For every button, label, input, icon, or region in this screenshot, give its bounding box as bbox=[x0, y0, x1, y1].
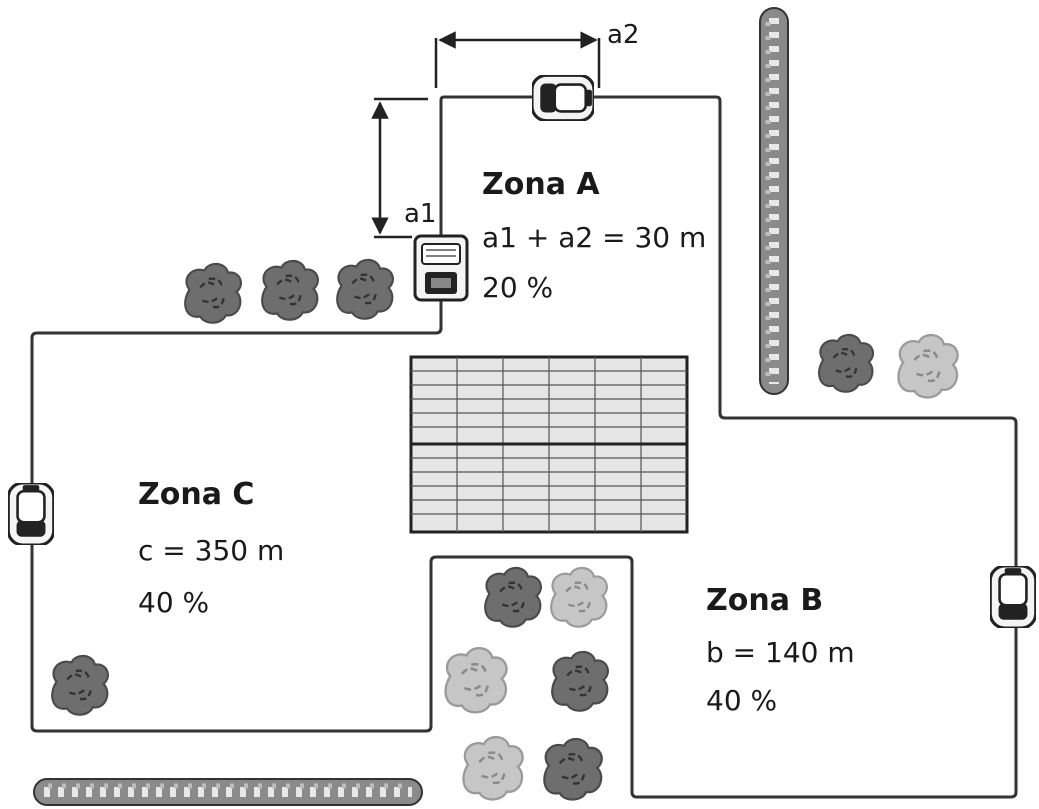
dimension-a1 bbox=[371, 97, 428, 239]
bush-dark-icon bbox=[483, 566, 543, 628]
bush-light-icon bbox=[462, 735, 524, 801]
bush-dark-icon bbox=[817, 333, 875, 393]
zone-a-formula: a1 + a2 = 30 m bbox=[482, 221, 706, 254]
hedge-vertical bbox=[759, 7, 789, 395]
zone-b-percent: 40 % bbox=[706, 684, 777, 717]
bush-dark-icon bbox=[51, 654, 110, 716]
robotic-mower-icon bbox=[532, 75, 594, 121]
hedge-horizontal bbox=[33, 778, 423, 806]
zone-a-title: Zona A bbox=[482, 167, 600, 202]
zone-a-percent: 20 % bbox=[482, 271, 553, 304]
robotic-mower-icon bbox=[990, 566, 1036, 628]
robotic-mower-icon bbox=[8, 483, 54, 545]
dimension-label-a1: a1 bbox=[404, 199, 436, 229]
paving-stones-icon bbox=[409, 355, 689, 534]
bush-light-icon bbox=[897, 333, 959, 399]
dimension-label-a2: a2 bbox=[607, 20, 639, 50]
zone-c-percent: 40 % bbox=[138, 586, 209, 619]
bush-dark-icon bbox=[543, 737, 603, 801]
zone-c-title: Zona C bbox=[138, 477, 254, 512]
bush-dark-icon bbox=[261, 259, 320, 321]
zone-c-formula: c = 350 m bbox=[138, 534, 284, 567]
bush-dark-icon bbox=[184, 262, 243, 324]
bush-light-icon bbox=[549, 566, 609, 628]
zone-b-formula: b = 140 m bbox=[706, 636, 855, 669]
charging-station-icon bbox=[413, 234, 469, 302]
dimension-a2 bbox=[434, 31, 601, 88]
zone-b-title: Zona B bbox=[706, 583, 823, 618]
boundary-wire bbox=[30, 95, 1018, 799]
bush-light-icon bbox=[444, 646, 508, 714]
bush-dark-icon bbox=[336, 258, 395, 320]
bush-dark-icon bbox=[551, 650, 610, 712]
